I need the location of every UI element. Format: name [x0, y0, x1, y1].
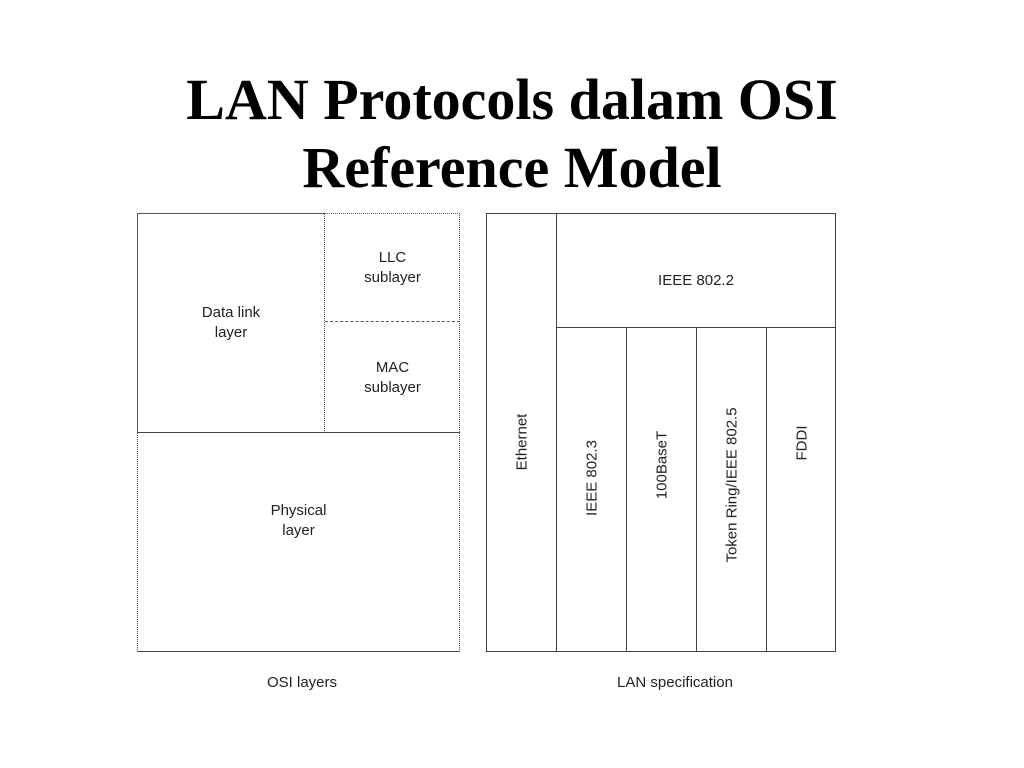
slide-title: LAN Protocols dalam OSI Reference Model: [0, 66, 1024, 202]
ieee-802-3-label: IEEE 802.3: [583, 440, 601, 516]
ieee-802-2-label: IEEE 802.2: [658, 271, 734, 289]
osi-layers-caption: OSI layers: [266, 674, 338, 691]
100baset-label: 100BaseT: [653, 430, 671, 500]
ethernet-label: Ethernet: [513, 413, 531, 471]
llc-sublayer-box: [325, 213, 460, 322]
physical-layer-box: [137, 432, 460, 652]
title-line-1: LAN Protocols dalam OSI: [186, 67, 838, 132]
fddi-box: [766, 327, 836, 652]
token-ring-label: Token Ring/IEEE 802.5: [723, 407, 741, 563]
fddi-label: FDDI: [793, 425, 811, 461]
title-line-2: Reference Model: [302, 135, 722, 200]
lan-spec-caption: LAN specification: [617, 674, 733, 691]
